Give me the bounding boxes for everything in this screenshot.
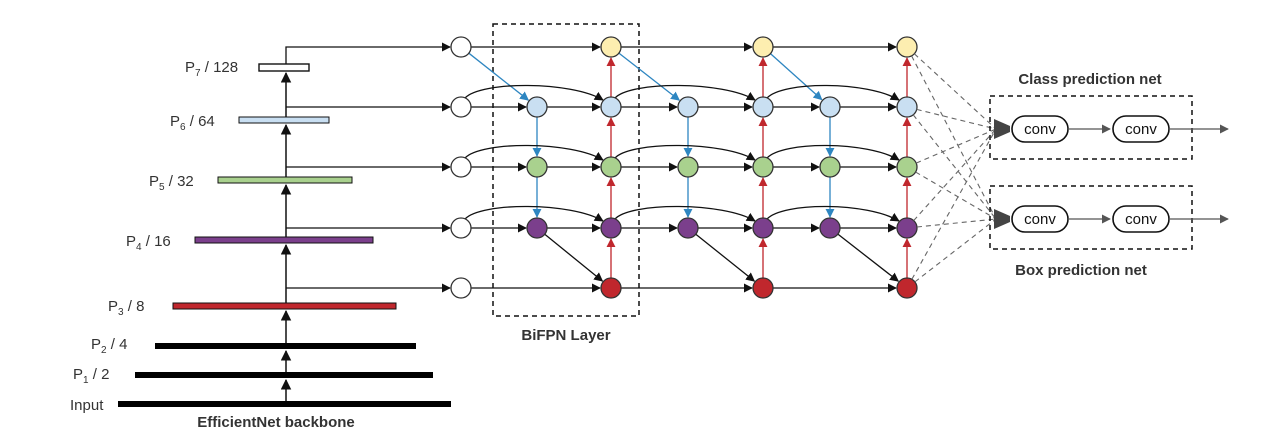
intermediate-node-p5 [677,156,699,178]
feed-line-p7 [285,42,451,64]
intermediate-node-p6 [526,96,548,118]
class-connector-p7 [913,53,995,129]
head-connectors [911,53,996,283]
class-connector-p5 [915,129,995,164]
box-net-title: Box prediction net [1015,262,1147,279]
edge-diagonal [837,233,900,282]
label-input: Input [70,397,104,414]
box-connector-p7 [911,55,996,218]
bar-input [118,401,451,407]
box-connector-p6 [912,114,996,218]
output-node-p5 [896,156,918,178]
bifpn-layer-box [492,23,640,317]
edge-diagonal [695,233,756,282]
intermediate-node-p6 [677,96,699,118]
label-p3: P3 / 8 [108,298,144,318]
output-node-p4 [752,217,774,239]
output-node-p5 [752,156,774,178]
bifpn-edges [464,42,912,293]
label-p4: P4 / 16 [126,233,171,253]
output-node-p4 [600,217,622,239]
class-net-box [989,95,1193,160]
bar-p6 [238,116,330,124]
bar-p7 [258,63,310,72]
edge-topdown [468,52,530,101]
backbone-title: EfficientNet backbone [197,414,355,431]
input-node-p4 [450,217,472,239]
output-node-p7 [896,36,918,58]
box-conv-2-label: conv [1125,211,1157,228]
output-node-p6 [896,96,918,118]
output-node-p7 [752,36,774,58]
edge-skip-curve [464,144,604,161]
class-connector-p4 [913,130,996,221]
label-p1: P1 / 2 [73,366,109,386]
edge-topdown [618,52,681,101]
label-p7: P7 / 128 [185,59,238,79]
intermediate-node-p5 [819,156,841,178]
output-node-p3 [896,277,918,299]
label-p2: P2 / 4 [91,336,127,356]
class-connector-p3 [911,130,996,280]
output-node-p6 [752,96,774,118]
intermediate-node-p6 [819,96,841,118]
box-connector-p4 [916,218,995,228]
edge-skip-curve [464,84,604,101]
backbone: P7 / 128 P6 / 64 P5 / 32 P4 / 16 P3 / 8 … [70,42,451,431]
output-node-p4 [896,217,918,239]
bar-p5 [217,176,353,184]
box-connector-p5 [915,171,995,219]
label-p5: P5 / 32 [149,173,194,193]
input-node-p5 [450,156,472,178]
bifpn-nodes [450,36,918,299]
edge-skip-curve [766,84,900,101]
class-connector-p6 [916,108,995,130]
input-node-p7 [450,36,472,58]
prediction-heads: Class prediction net Box prediction net … [911,53,1229,283]
output-node-p5 [600,156,622,178]
label-p6: P6 / 64 [170,113,215,133]
class-conv-2-label: conv [1125,121,1157,138]
output-node-p3 [752,277,774,299]
output-node-p7 [600,36,622,58]
output-node-p3 [600,277,622,299]
intermediate-node-p4 [526,217,548,239]
box-merge-wedge [994,209,1010,229]
input-node-p6 [450,96,472,118]
output-node-p6 [600,96,622,118]
box-connector-p3 [914,219,995,283]
bar-p3 [172,302,397,310]
box-net-box [989,185,1193,250]
edge-skip-curve [614,144,756,161]
input-node-p3 [450,277,472,299]
bifpn-layer-label: BiFPN Layer [521,327,610,344]
intermediate-node-p4 [677,217,699,239]
bar-p4 [194,236,374,244]
class-conv-1-label: conv [1024,121,1056,138]
bar-p1 [135,372,433,378]
edge-topdown [770,53,823,101]
intermediate-node-p4 [819,217,841,239]
edge-skip-curve [766,205,900,222]
edge-skip-curve [766,144,900,161]
class-merge-wedge [994,119,1010,139]
edge-skip-curve [464,205,604,222]
box-conv-1-label: conv [1024,211,1056,228]
edge-skip-curve [614,205,756,222]
class-net-title: Class prediction net [1018,71,1161,88]
edge-skip-curve [614,84,756,101]
bar-p2 [155,343,416,349]
intermediate-node-p5 [526,156,548,178]
edge-diagonal [544,233,604,282]
